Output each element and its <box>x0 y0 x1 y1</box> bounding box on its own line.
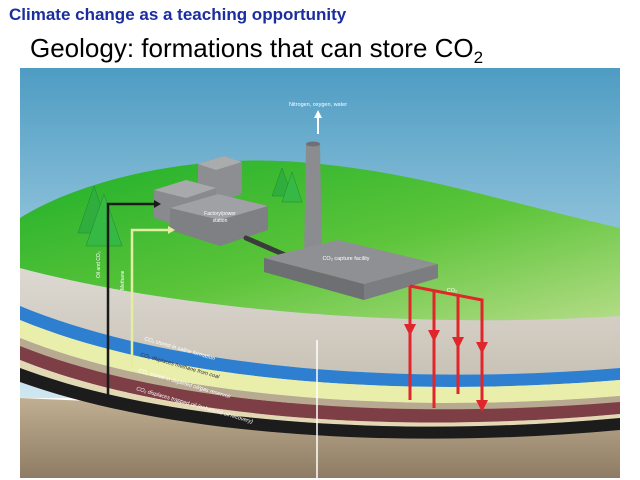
title-main-text: Geology: formations that can store CO <box>30 33 474 63</box>
slide-title: Geology: formations that can store CO2 <box>30 33 483 68</box>
interbed-layer <box>20 360 620 427</box>
well-oil-arrowhead <box>154 200 161 208</box>
trees <box>77 167 303 247</box>
slide-kicker: Climate change as a teaching opportunity <box>9 5 347 24</box>
exhaust-label: Nitrogen, oxygen, water <box>289 102 347 108</box>
well-oil <box>106 202 156 398</box>
smokestack <box>304 141 322 258</box>
co2-injection-pipes <box>404 284 488 412</box>
factory-label-line2: station <box>213 218 228 224</box>
well-label-methane: Methane <box>120 270 126 290</box>
co2-label: CO₂ <box>447 288 457 294</box>
well-label-oil: Oil and CO₂ <box>96 251 102 278</box>
exhaust-arrowhead <box>314 110 322 118</box>
coal-layer <box>20 320 620 403</box>
factory-label-line1: Factory/power <box>204 211 236 217</box>
soil-layer <box>20 268 620 375</box>
capture-label: CO₂ capture facility <box>322 256 369 262</box>
title-subscript: 2 <box>473 48 484 67</box>
oil-layer <box>20 368 620 439</box>
shale-layer <box>20 338 620 410</box>
reservoir-layer <box>20 346 620 423</box>
saline-formation-layer <box>20 306 620 387</box>
capture-facility <box>264 240 438 300</box>
co2-storage-illustration: Nitrogen, oxygen, water Factory/power st… <box>20 68 620 478</box>
factory-building <box>154 156 268 246</box>
well-methane-arrowhead <box>168 226 175 234</box>
well-methane <box>130 228 170 368</box>
